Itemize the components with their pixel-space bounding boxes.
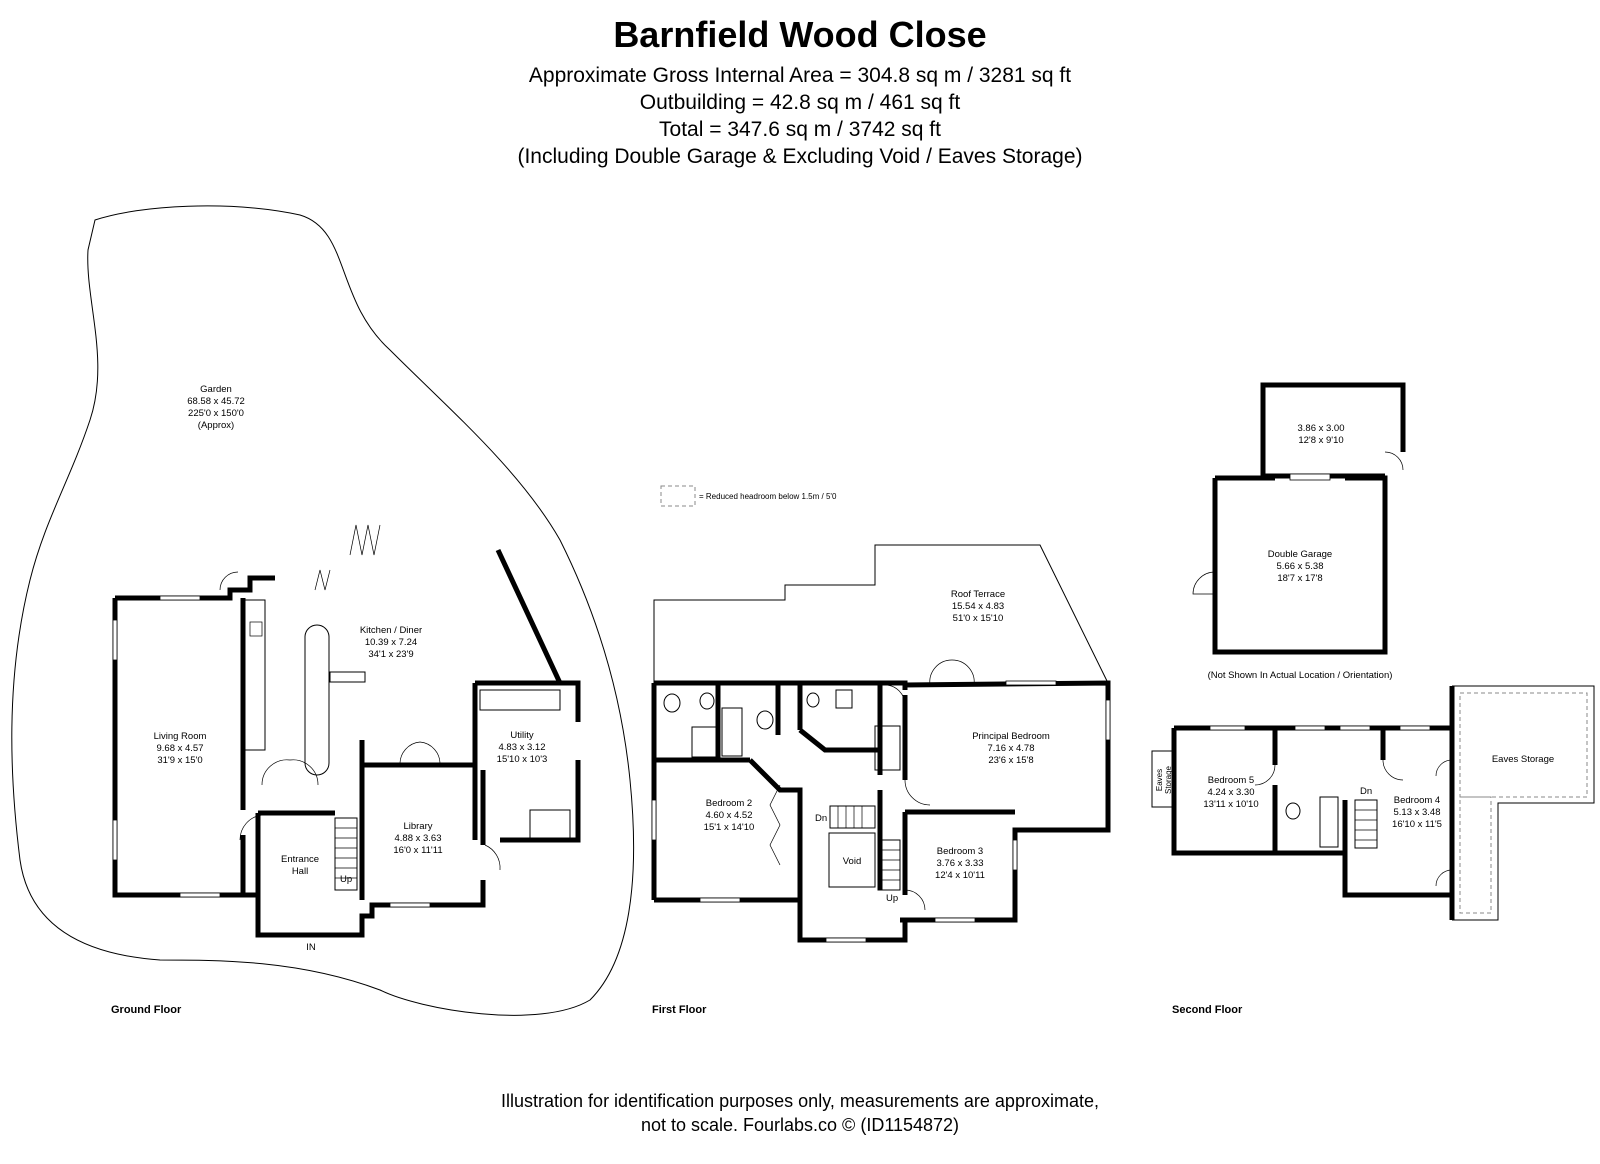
store-metric: 3.86 x 3.00 [1297,423,1344,434]
bedroom4-imperial: 16'10 x 11'5 [1392,819,1442,830]
bedroom5-metric: 4.24 x 3.30 [1207,787,1254,798]
second-stairs [1354,799,1378,849]
entrance-hall-name1: Entrance [281,854,319,865]
bedroom3-metric: 3.76 x 3.33 [936,858,983,869]
area-note-line: (Including Double Garage & Excluding Voi… [517,145,1083,168]
ground-floor-label: Ground Floor [111,1004,182,1016]
bedroom2-imperial: 15'1 x 14'10 [704,822,755,833]
principal-bedroom-imperial: 23'6 x 15'8 [988,755,1033,766]
second-floor: Bedroom 5 4.24 x 3.30 13'11 x 10'10 Bedr… [1151,685,1595,1016]
void-area [828,832,876,888]
void-label: Void [843,856,862,867]
store-imperial: 12'8 x 9'10 [1298,435,1343,446]
entrance-in-label: IN [306,942,316,953]
outbuilding: 3.86 x 3.00 12'8 x 9'10 Double Garage 5.… [1192,382,1406,681]
ground-floor: Garden 68.58 x 45.72 225'0 x 150'0 (Appr… [11,205,635,1016]
garage-metric: 5.66 x 5.38 [1276,561,1323,572]
bedroom3-imperial: 12'4 x 10'11 [935,870,985,881]
bedroom2-name: Bedroom 2 [706,798,752,809]
utility-name: Utility [510,730,533,741]
first-stairs-up: Up [886,893,898,904]
garden-name: Garden [200,384,232,395]
kitchen-imperial: 34'1 x 23'9 [368,649,413,660]
bedroom5-imperial: 13'11 x 10'10 [1203,799,1258,810]
ground-stairs [334,817,358,891]
utility-metric: 4.83 x 3.12 [498,742,545,753]
living-room-imperial: 31'9 x 15'0 [157,755,202,766]
second-floor-label: Second Floor [1172,1004,1243,1016]
principal-bedroom-metric: 7.16 x 4.78 [987,743,1034,754]
legend: = Reduced headroom below 1.5m / 5'0 [660,485,837,507]
total-area-line: Total = 347.6 sq m / 3742 sq ft [659,118,941,141]
living-room-name: Living Room [154,731,207,742]
garage-imperial: 18'7 x 17'8 [1277,573,1322,584]
roof-terrace-imperial: 51'0 x 15'10 [953,613,1004,624]
garden-outline [11,205,635,1016]
principal-bedroom-name: Principal Bedroom [972,731,1050,742]
roof-terrace-name: Roof Terrace [951,589,1005,600]
bedroom3-name: Bedroom 3 [937,846,983,857]
library-name: Library [403,821,432,832]
outbuilding-note: (Not Shown In Actual Location / Orientat… [1208,670,1393,681]
outbuilding-area-line: Outbuilding = 42.8 sq m / 461 sq ft [639,91,961,114]
garden-note: (Approx) [198,420,234,431]
second-stairs-dn: Dn [1360,786,1372,797]
utility-imperial: 15'10 x 10'3 [497,754,548,765]
bedroom2-metric: 4.60 x 4.52 [705,810,752,821]
small-eaves-label1: Eaves [1155,769,1164,791]
eaves-storage-label: Eaves Storage [1492,754,1554,765]
first-floor-label: First Floor [652,1004,707,1016]
bedroom4-metric: 5.13 x 3.48 [1393,807,1440,818]
bedroom4-name: Bedroom 4 [1394,795,1440,806]
library-metric: 4.88 x 3.63 [394,833,441,844]
kitchen-name: Kitchen / Diner [360,625,422,636]
disclaimer-line2: not to scale. Fourlabs.co © (ID1154872) [640,1115,960,1135]
garden-metric: 68.58 x 45.72 [187,396,245,407]
first-stairs [829,805,901,891]
plan-title: Barnfield Wood Close [613,14,987,55]
ground-stairs-up: Up [340,874,352,885]
living-room-metric: 9.68 x 4.57 [156,743,203,754]
disclaimer-line1: Illustration for identification purposes… [501,1091,1099,1111]
roof-terrace-metric: 15.54 x 4.83 [952,601,1004,612]
garage-name: Double Garage [1268,549,1332,560]
library-imperial: 16'0 x 11'11 [393,845,442,856]
entrance-hall-name2: Hall [292,866,308,877]
legend-text: = Reduced headroom below 1.5m / 5'0 [699,492,837,501]
small-eaves-label2: Storage [1164,765,1173,794]
first-floor: Roof Terrace 15.54 x 4.83 51'0 x 15'10 P… [651,544,1111,1016]
kitchen-metric: 10.39 x 7.24 [365,637,417,648]
bedroom5-name: Bedroom 5 [1208,775,1254,786]
reduced-headroom-swatch [660,485,696,507]
first-stairs-dn: Dn [815,813,827,824]
garden-imperial: 225'0 x 150'0 [188,408,244,419]
gross-area-line: Approximate Gross Internal Area = 304.8 … [528,64,1072,87]
